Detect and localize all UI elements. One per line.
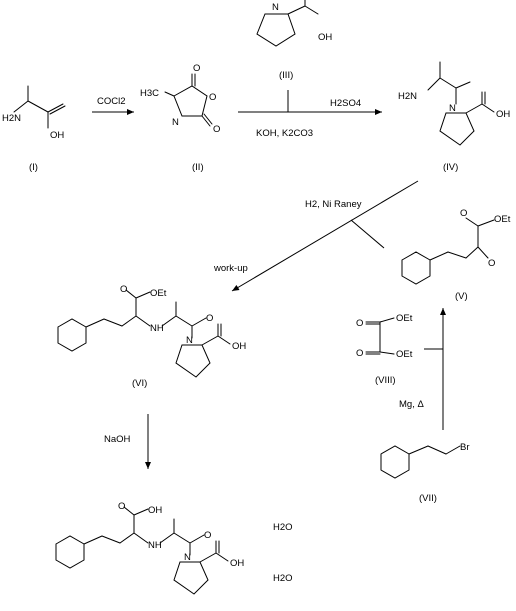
compound-I-alanine: H2N OH (I) (2, 85, 66, 173)
compound-VI-nh: NH (150, 323, 164, 334)
reagent-cocl2: COCl2 (97, 96, 126, 107)
reagent-mg: Mg, Δ (399, 399, 424, 410)
reagent-h2so4: H2SO4 (330, 98, 361, 109)
compound-VI-n: N (186, 335, 193, 346)
product-o1: O (118, 501, 125, 512)
reagent-koh: KOH, K2CO3 (256, 128, 313, 139)
compound-II-o3: O (213, 124, 220, 135)
step-1-phosgene: COCl2 (92, 96, 134, 115)
product-n: N (184, 552, 191, 563)
compound-VIII-label: (VIII) (375, 375, 396, 386)
compound-VII-bromide: Br (VII) (380, 442, 470, 504)
compound-II-o1: O (193, 63, 200, 74)
reagent-h2: H2, Ni Raney (305, 199, 362, 210)
product-o2: O (204, 530, 211, 541)
compound-II-h3c: H3C (140, 88, 159, 99)
compound-III-label: (III) (279, 70, 293, 81)
step-3-reductive-amination: H2, Ni Raney work-up (213, 180, 419, 292)
compound-VI-enalapril: O OEt NH O N OH (VI) (57, 284, 246, 389)
product-oh: OH (148, 505, 162, 516)
compound-IV-oh: OH (496, 109, 510, 120)
compound-VIII-oet1: OEt (396, 313, 413, 324)
compound-V-label: (V) (455, 291, 468, 302)
compound-VI-label: (VI) (132, 378, 147, 389)
step-4-grignard: Mg, Δ (399, 308, 446, 430)
compound-VI-o2: O (206, 313, 213, 324)
step-5-hydrolysis: NaOH (104, 414, 151, 469)
compound-IV-ala-pro: H2N N OH (IV) (398, 61, 510, 173)
compound-IV-n: N (449, 103, 456, 114)
compound-I-oh: OH (50, 130, 64, 141)
compound-V-o2: O (488, 258, 495, 269)
compound-VIII-o2: O (356, 348, 363, 359)
compound-II-o2: O (209, 92, 216, 103)
compound-VIII-oet2: OEt (396, 349, 413, 360)
compound-III-nh: N (272, 2, 279, 13)
product-water-1: H2O (273, 522, 293, 533)
compound-product-enalaprilat: O OH NH O N OH H2O H2O (55, 501, 293, 595)
compound-III-oh: OH (318, 32, 332, 43)
compound-I-label: (I) (29, 162, 38, 173)
product-nh: NH (148, 540, 162, 551)
compound-III-proline: N OH (III) (256, 0, 332, 81)
compound-II-n: N (172, 117, 179, 128)
compound-VI-o1: O (120, 284, 127, 295)
product-oh2: OH (230, 558, 244, 569)
compound-VII-label: (VII) (419, 493, 437, 504)
compound-VI-oh: OH (232, 341, 246, 352)
compound-I-nh2: H2N (2, 113, 21, 124)
compound-VI-oet: OEt (150, 288, 167, 299)
compound-VIII-o1: O (356, 318, 363, 329)
compound-VIII-oxalate: O O OEt OEt (VIII) (356, 313, 413, 386)
compound-V-oet: OEt (494, 214, 511, 225)
compound-II-nca: H3C O O O N (II) (140, 63, 220, 173)
step-2-coupling: KOH, K2CO3 H2SO4 (238, 90, 382, 139)
compound-IV-h2n: H2N (398, 91, 417, 102)
compound-VII-br: Br (460, 442, 470, 453)
compound-V-ketoester: O O OEt (V) (401, 208, 511, 302)
compound-V-o1: O (460, 208, 467, 219)
product-water-2: H2O (273, 573, 293, 584)
reagent-naoh: NaOH (104, 434, 131, 445)
compound-II-label: (II) (192, 162, 204, 173)
compound-IV-label: (IV) (443, 162, 458, 173)
reagent-workup: work-up (213, 263, 248, 274)
